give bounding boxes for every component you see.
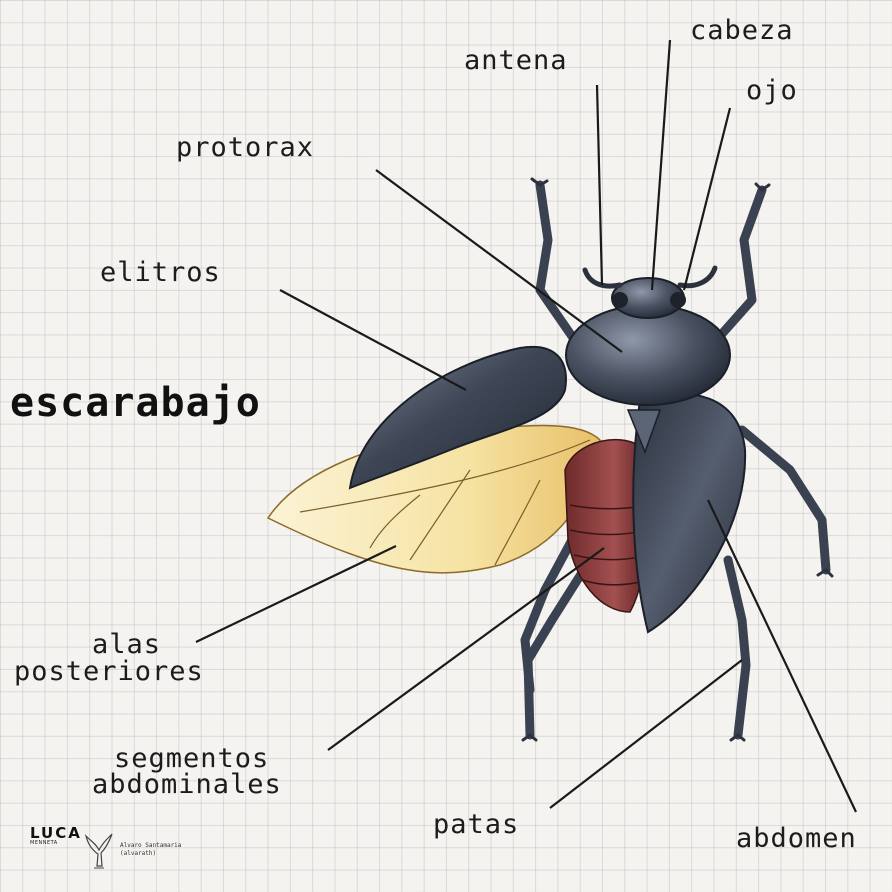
luca-logo-mark: LUCA: [30, 826, 64, 840]
front-left-leg: [540, 185, 578, 345]
hind-left-leg: [528, 560, 590, 735]
bird-emblem-icon: [82, 828, 116, 872]
label-elitros: elitros: [100, 258, 221, 287]
diagram-title: escarabajo: [10, 380, 261, 426]
label-ojo: ojo: [746, 76, 798, 105]
credit-name: Alvaro Santamaria: [120, 842, 181, 850]
credit-text: Alvaro Santamaria (alvarath): [120, 842, 181, 858]
credit-handle: (alvarath): [120, 850, 181, 858]
label-antena: antena: [464, 46, 568, 75]
leader-antena: [597, 85, 602, 285]
left-eye: [612, 292, 628, 308]
pronotum: [566, 305, 730, 405]
front-right-leg: [712, 190, 762, 345]
leader-abdomen: [708, 500, 856, 812]
leader-patas: [550, 660, 742, 808]
leader-elitros: [280, 290, 466, 390]
leader-alas: [196, 546, 396, 642]
label-segmentos-line2: abdominales: [92, 770, 282, 799]
leader-cabeza: [652, 40, 670, 290]
label-alas-line2: posteriores: [14, 657, 204, 686]
label-protorax: protorax: [176, 133, 314, 162]
leader-ojo: [684, 108, 730, 290]
leader-protorax: [376, 170, 622, 352]
label-abdomen: abdomen: [736, 824, 857, 853]
label-alas-line1: alas: [92, 630, 161, 659]
leader-segmentos: [328, 548, 604, 750]
author-credit: Alvaro Santamaria (alvarath): [82, 828, 181, 872]
right-eye: [670, 292, 686, 308]
hind-right-leg: [728, 560, 746, 735]
label-patas: patas: [433, 810, 519, 839]
luca-logo: LUCA MENNETA: [30, 826, 64, 846]
mid-right-leg: [742, 430, 826, 570]
label-cabeza: cabeza: [690, 16, 794, 45]
